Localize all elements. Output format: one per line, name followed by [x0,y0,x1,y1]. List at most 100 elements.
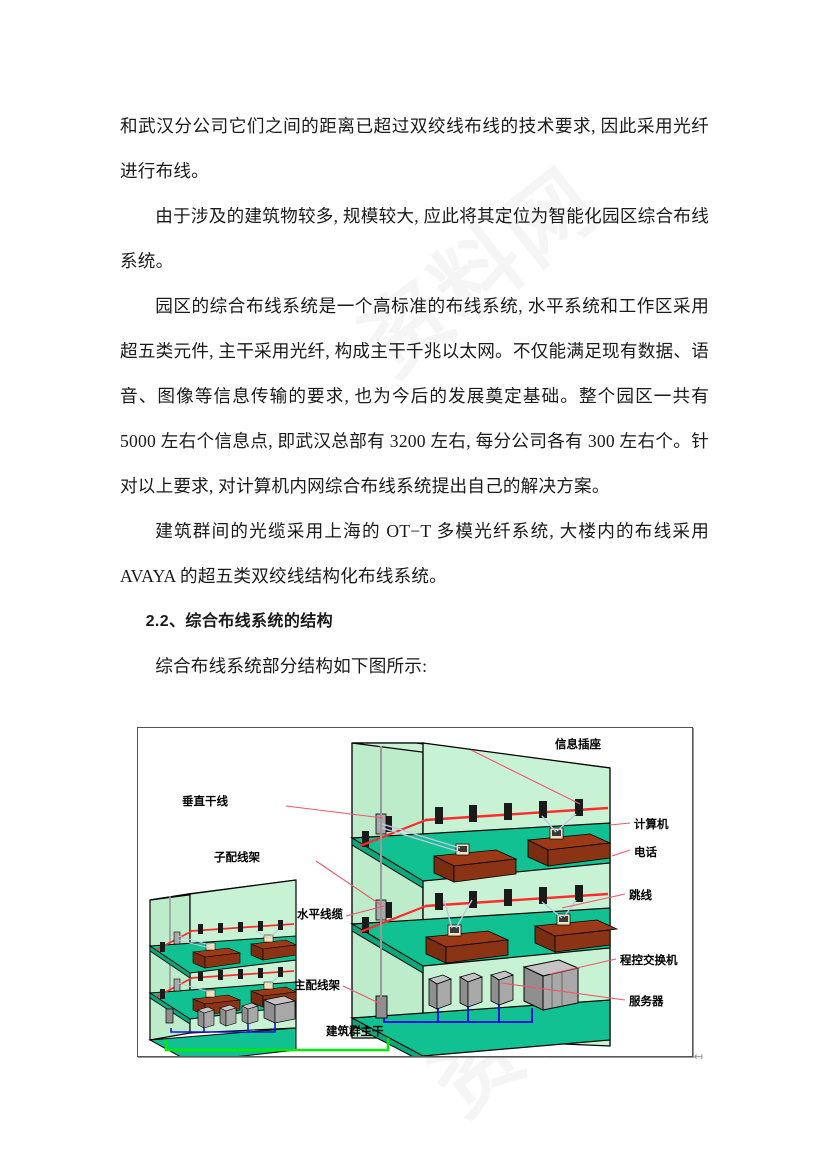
label-sub-patch-panel: 子配线架 [214,850,260,864]
leader-information-outlet [470,749,581,805]
label-vertical-backbone: 垂直干线 [182,794,228,808]
label-information-outlet: 信息插座 [555,737,601,751]
computer-screen [552,830,561,836]
computer-screen [559,916,568,922]
paragraph-3: 园区的综合布线系统是一个高标准的布线系统, 水平系统和工作区采用超五类元件, 主… [120,296,709,496]
information-outlet-icon [218,970,223,980]
server-front [490,974,500,1006]
workstation-desk [191,942,242,969]
floor-edge-middle [351,923,424,974]
server-front [219,1007,227,1027]
information-outlet-icon [362,917,369,933]
jumper-wire [255,930,269,939]
branch-floor-middle [148,967,298,1025]
diagram-labels-left: 垂直干线 子配线架 水平线缆 主配线架 建筑群主干 [182,794,384,1038]
paragraph-1: 和武汉分公司它们之间的距离已超过双绞线布线的技术要求, 因此采用光纤进行布线。 [120,116,709,181]
workstation-desk [424,924,510,964]
jumper-wire [269,976,279,985]
jumper-wire [563,899,577,918]
floor-middle [350,885,619,974]
branch-floor-edge-middle [149,992,191,1025]
information-outlet-icon [385,902,392,918]
server-front [241,1005,249,1025]
computer-icon [263,981,274,990]
desk-front [445,939,509,964]
server-front [197,1009,205,1029]
branch-floor-edge-top [149,945,191,979]
information-outlet-icon [385,816,392,832]
document-body: 和武汉分公司它们之间的距离已超过双绞线布线的技术要求, 因此采用光纤进行布线。 … [120,104,709,689]
server-front [459,976,469,1008]
workstation-desk [432,843,518,883]
branch-main-patch-panel [165,1008,174,1024]
leader-pbx-switch [549,958,617,975]
server-side [498,974,514,1006]
information-outlet-icon [504,803,512,820]
computer-screen [458,846,467,852]
section-heading-2-2: 2.2、综合布线系统的结构 [145,613,334,630]
equipment-cable-blue [499,1008,533,1023]
information-outlet-icon [575,799,583,816]
workstation-desk [526,827,612,867]
structured-cabling-diagram: 垂直干线 子配线架 水平线缆 主配线架 建筑群主干 信息插座 计算机 电话 跳线… [137,727,703,1062]
leader-jumper-wire [561,893,626,909]
information-outlet-icon [469,891,477,908]
server-side [203,1009,215,1029]
server-rack-group [428,970,515,1010]
equipment-cable-blue [383,1007,469,1023]
server-side [247,1005,259,1025]
server-side [225,1007,237,1027]
information-outlet-icon [238,922,243,932]
leader-telephone [611,849,631,857]
building-left-wall [351,742,424,1039]
information-outlet-icon [435,807,443,824]
campus-backbone-cable [164,1038,390,1052]
information-outlet-icon [469,805,477,822]
information-outlet-icon [258,921,263,931]
label-pbx-switch: 程控交换机 [620,953,678,967]
information-outlet-icon [198,971,203,981]
server-front [428,978,438,1010]
computer-icon [263,934,274,943]
vertical-riser-cable-middle [359,904,427,934]
pbx-side [274,1000,296,1024]
label-telephone: 电话 [634,845,657,859]
label-server: 服务器 [629,994,664,1008]
outlet-group-top [435,799,583,824]
information-outlet-icon [160,989,165,999]
outlet-group-middle [435,885,583,910]
information-outlet-icon [362,831,369,847]
floor-ground-equipment-room [349,746,611,1056]
pbx-switch-cabinet [522,959,580,1011]
branch-floor-top [148,920,298,979]
jumper-wire [378,822,461,849]
jumper-wire [443,899,453,929]
label-horizontal-cable: 水平线缆 [297,907,343,921]
workstation-desk [249,934,298,961]
information-outlet-icon [258,968,263,978]
paragraph-4: 建筑群间的光缆采用上海的 OT−T 多模光纤系统, 大楼内的布线采用 AVAYA… [120,521,709,586]
figure-corner-marker: ↤ [693,1050,703,1063]
branch-sub-patch-panel [173,978,181,992]
diagram-labels-right: 信息插座 计算机 电话 跳线 程控交换机 服务器 [555,737,678,1008]
information-outlet-icon [575,885,583,902]
leader-sub-patch-panel [315,860,382,906]
information-outlet-icon [198,924,203,934]
branch-equipment-cable-blue [248,1023,276,1033]
server-side [436,978,452,1010]
label-jumper-wire: 跳线 [629,888,652,902]
leader-main-patch-panel [342,985,382,1005]
floor-edge-ground [351,1017,424,1056]
information-outlet-icon [218,923,223,933]
label-campus-backbone: 建筑群主干 [326,1024,384,1038]
information-outlet-icon [435,893,443,910]
server-side [467,976,483,1008]
jumper-wire [556,813,577,832]
desk-front [547,842,611,867]
jumper-wire [269,929,279,938]
floor-edge-top [351,837,424,889]
label-main-patch-panel: 主配线架 [294,978,340,992]
computer-icon [205,989,216,998]
figure-caption: 综合布线系统部分结构如下图所示: [155,656,428,676]
diagram-svg: 垂直干线 子配线架 水平线缆 主配线架 建筑群主干 信息插座 计算机 电话 跳线… [148,737,678,1056]
